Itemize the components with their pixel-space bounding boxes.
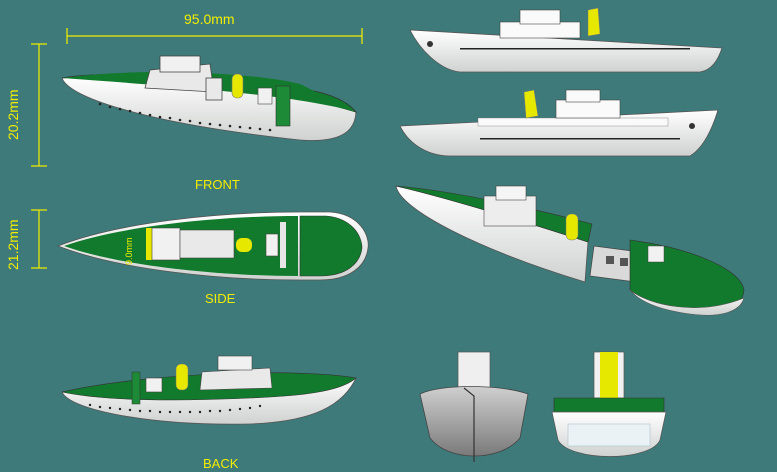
- ship-side-view: [56, 211, 369, 281]
- width-dimension: 21.2mm: [5, 219, 21, 270]
- ship-bow-on-grey: [419, 351, 529, 462]
- length-dimension: 95.0mm: [184, 11, 235, 27]
- brand-logo: [567, 423, 651, 447]
- front-view-label: FRONT: [195, 177, 240, 192]
- ship-profile-top: [409, 7, 723, 73]
- side-view-label: SIDE: [205, 291, 236, 306]
- connector-dimension: 9.0mm: [124, 237, 134, 265]
- height-dimension: 20.2mm: [5, 89, 21, 140]
- back-view-label: BACK: [203, 456, 239, 471]
- usb-ship-open: [395, 185, 745, 316]
- ship-back-view: [61, 355, 357, 425]
- dimension-lines: [31, 28, 363, 269]
- ship-profile-bottom: [399, 89, 719, 157]
- ship-front-view: [61, 55, 358, 141]
- ship-stern-on: [551, 351, 667, 457]
